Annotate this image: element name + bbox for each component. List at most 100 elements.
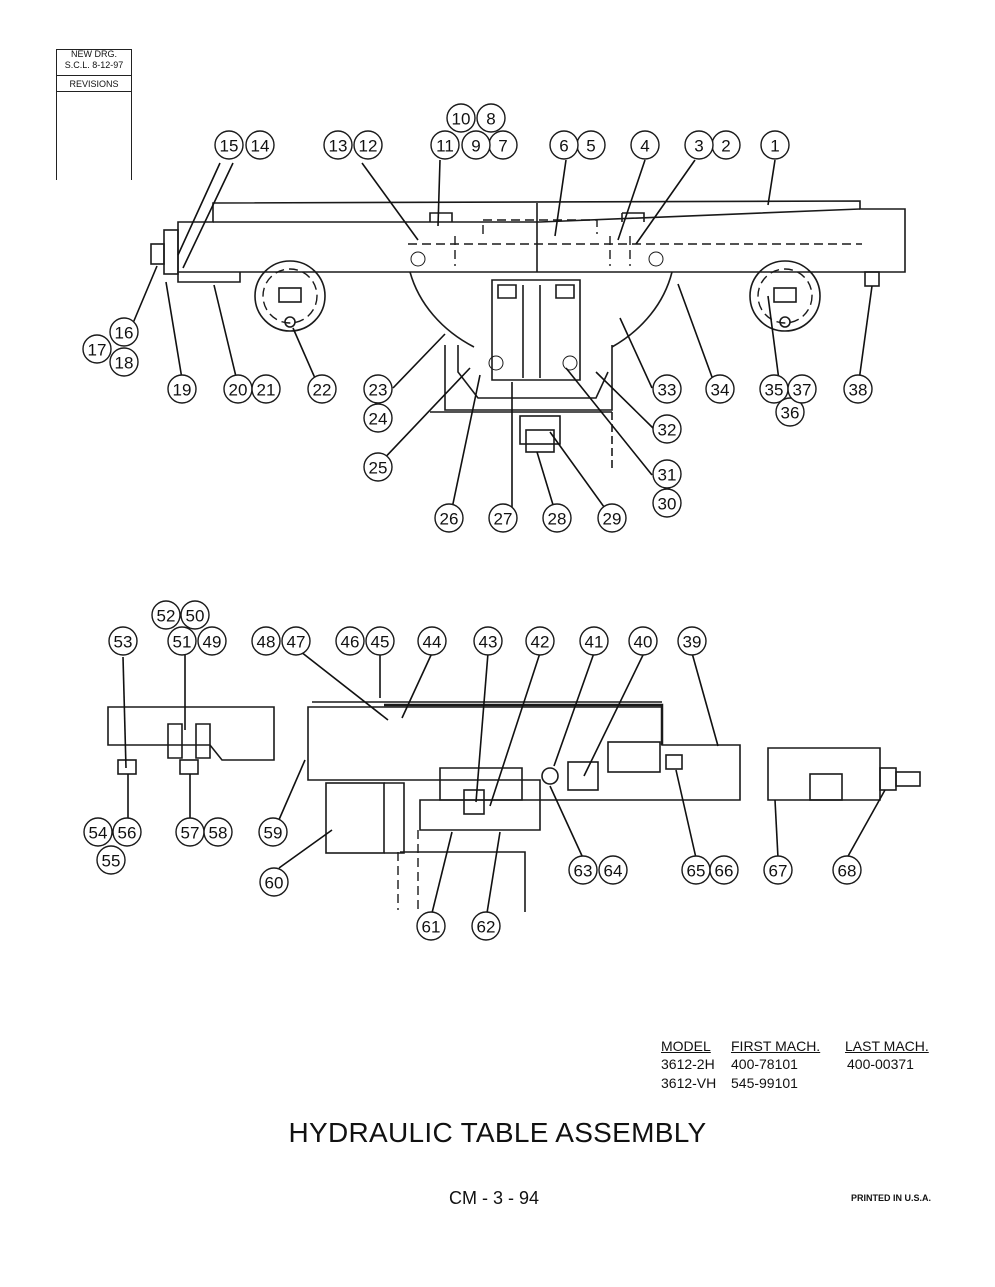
wheel-left-inner [262,268,318,324]
row-2-model: 3612-VH [661,1075,717,1091]
callout-label-25: 25 [369,459,388,478]
callout-circle-19 [167,374,197,404]
callout-circle-43 [473,626,503,656]
drawing-title: HYDRAULIC TABLE ASSEMBLY [288,1117,707,1148]
callout-circle-52 [151,600,181,630]
end-stud [879,767,897,791]
callout-label-52: 52 [157,607,176,626]
left-foot [117,759,137,775]
revision-block: NEW DRG. S.C.L. 8-12-97 REVISIONS [56,49,132,180]
callout-circle-18 [109,347,139,377]
callout-circle-32 [652,414,682,444]
callout-label-28: 28 [548,510,567,529]
callout-circle-38 [843,374,873,404]
callout-circle-26 [434,503,464,533]
callout-circle-63 [568,855,598,885]
callout-label-31: 31 [658,466,677,485]
wheel-left-hub [278,287,302,303]
callout-label-4: 4 [640,137,649,156]
callout-label-67: 67 [769,862,788,881]
table-wedge-line [213,208,861,223]
gib-blocks [429,212,645,222]
callout-label-43: 43 [479,633,498,652]
callout-label-17: 17 [88,341,107,360]
callout-circle-56 [112,817,142,847]
callout-label-42: 42 [531,633,550,652]
callout-label-22: 22 [313,381,332,400]
callout-label-47: 47 [287,633,306,652]
callout-circle-67 [763,855,793,885]
callout-label-62: 62 [477,918,496,937]
callout-label-21: 21 [257,381,276,400]
center-slot [522,285,541,378]
callout-circle-51 [167,626,197,656]
table-top [177,200,906,273]
callout-circle-61 [416,911,446,941]
callout-circle-49 [197,626,227,656]
revision-line-1: NEW DRG. [71,49,117,59]
row-1-model: 3612-2H [661,1056,715,1072]
callout-circle-16 [109,317,139,347]
callout-label-68: 68 [838,862,857,881]
callout-label-49: 49 [203,633,222,652]
callout-circle-37 [787,374,817,404]
callout-label-24: 24 [369,410,388,429]
callout-label-64: 64 [604,862,623,881]
leader-lines [122,159,886,914]
callout-label-38: 38 [849,381,868,400]
wheel-left-zerk [284,316,296,328]
callout-label-30: 30 [658,495,677,514]
callout-label-63: 63 [574,862,593,881]
callout-label-23: 23 [369,381,388,400]
callout-circle-4 [630,130,660,160]
callout-circle-46 [335,626,365,656]
callout-circle-6 [549,130,579,160]
callout-circle-54 [83,817,113,847]
callout-label-27: 27 [494,510,513,529]
callout-circle-28 [542,503,572,533]
header-first-mach: FIRST MACH. [731,1038,821,1054]
callout-label-45: 45 [371,633,390,652]
callout-circle-58 [203,817,233,847]
callout-label-8: 8 [486,110,495,129]
callout-label-1: 1 [770,137,779,156]
callout-label-5: 5 [586,137,595,156]
cylinder-rod [463,789,485,815]
cylinder-body [439,767,523,801]
callout-label-29: 29 [603,510,622,529]
lower-housing [444,345,613,411]
callout-label-34: 34 [711,381,730,400]
callout-circle-15 [214,130,244,160]
hex-bolt-right [562,355,578,371]
callout-circle-66 [709,855,739,885]
callout-label-10: 10 [452,110,471,129]
wheel-left [254,260,326,332]
callout-label-14: 14 [251,137,270,156]
callout-label-44: 44 [423,633,442,652]
screw-head-right [648,251,664,267]
callout-circle-36 [775,397,805,427]
callout-label-2: 2 [721,137,730,156]
carriage-arc [409,271,673,348]
hatched-region [384,703,664,745]
row-1-last: 400-00371 [847,1056,914,1072]
callout-circle-13 [323,130,353,160]
page-number: CM - 3 - 94 [449,1188,540,1208]
callout-circle-40 [628,626,658,656]
revision-line-2: S.C.L. 8-12-97 [64,60,124,70]
callout-label-3: 3 [694,137,703,156]
center-bolts [497,284,575,299]
row-2-first: 545-99101 [731,1075,798,1091]
fitting-nut [525,429,555,453]
callout-label-66: 66 [715,862,734,881]
callout-label-40: 40 [634,633,653,652]
callout-label-48: 48 [257,633,276,652]
lower-view [107,701,921,912]
revision-rule [57,91,131,92]
lower-cradle [457,345,609,399]
callout-label-15: 15 [220,137,239,156]
callout-label-46: 46 [341,633,360,652]
callout-circle-42 [525,626,555,656]
callout-label-18: 18 [115,354,134,373]
